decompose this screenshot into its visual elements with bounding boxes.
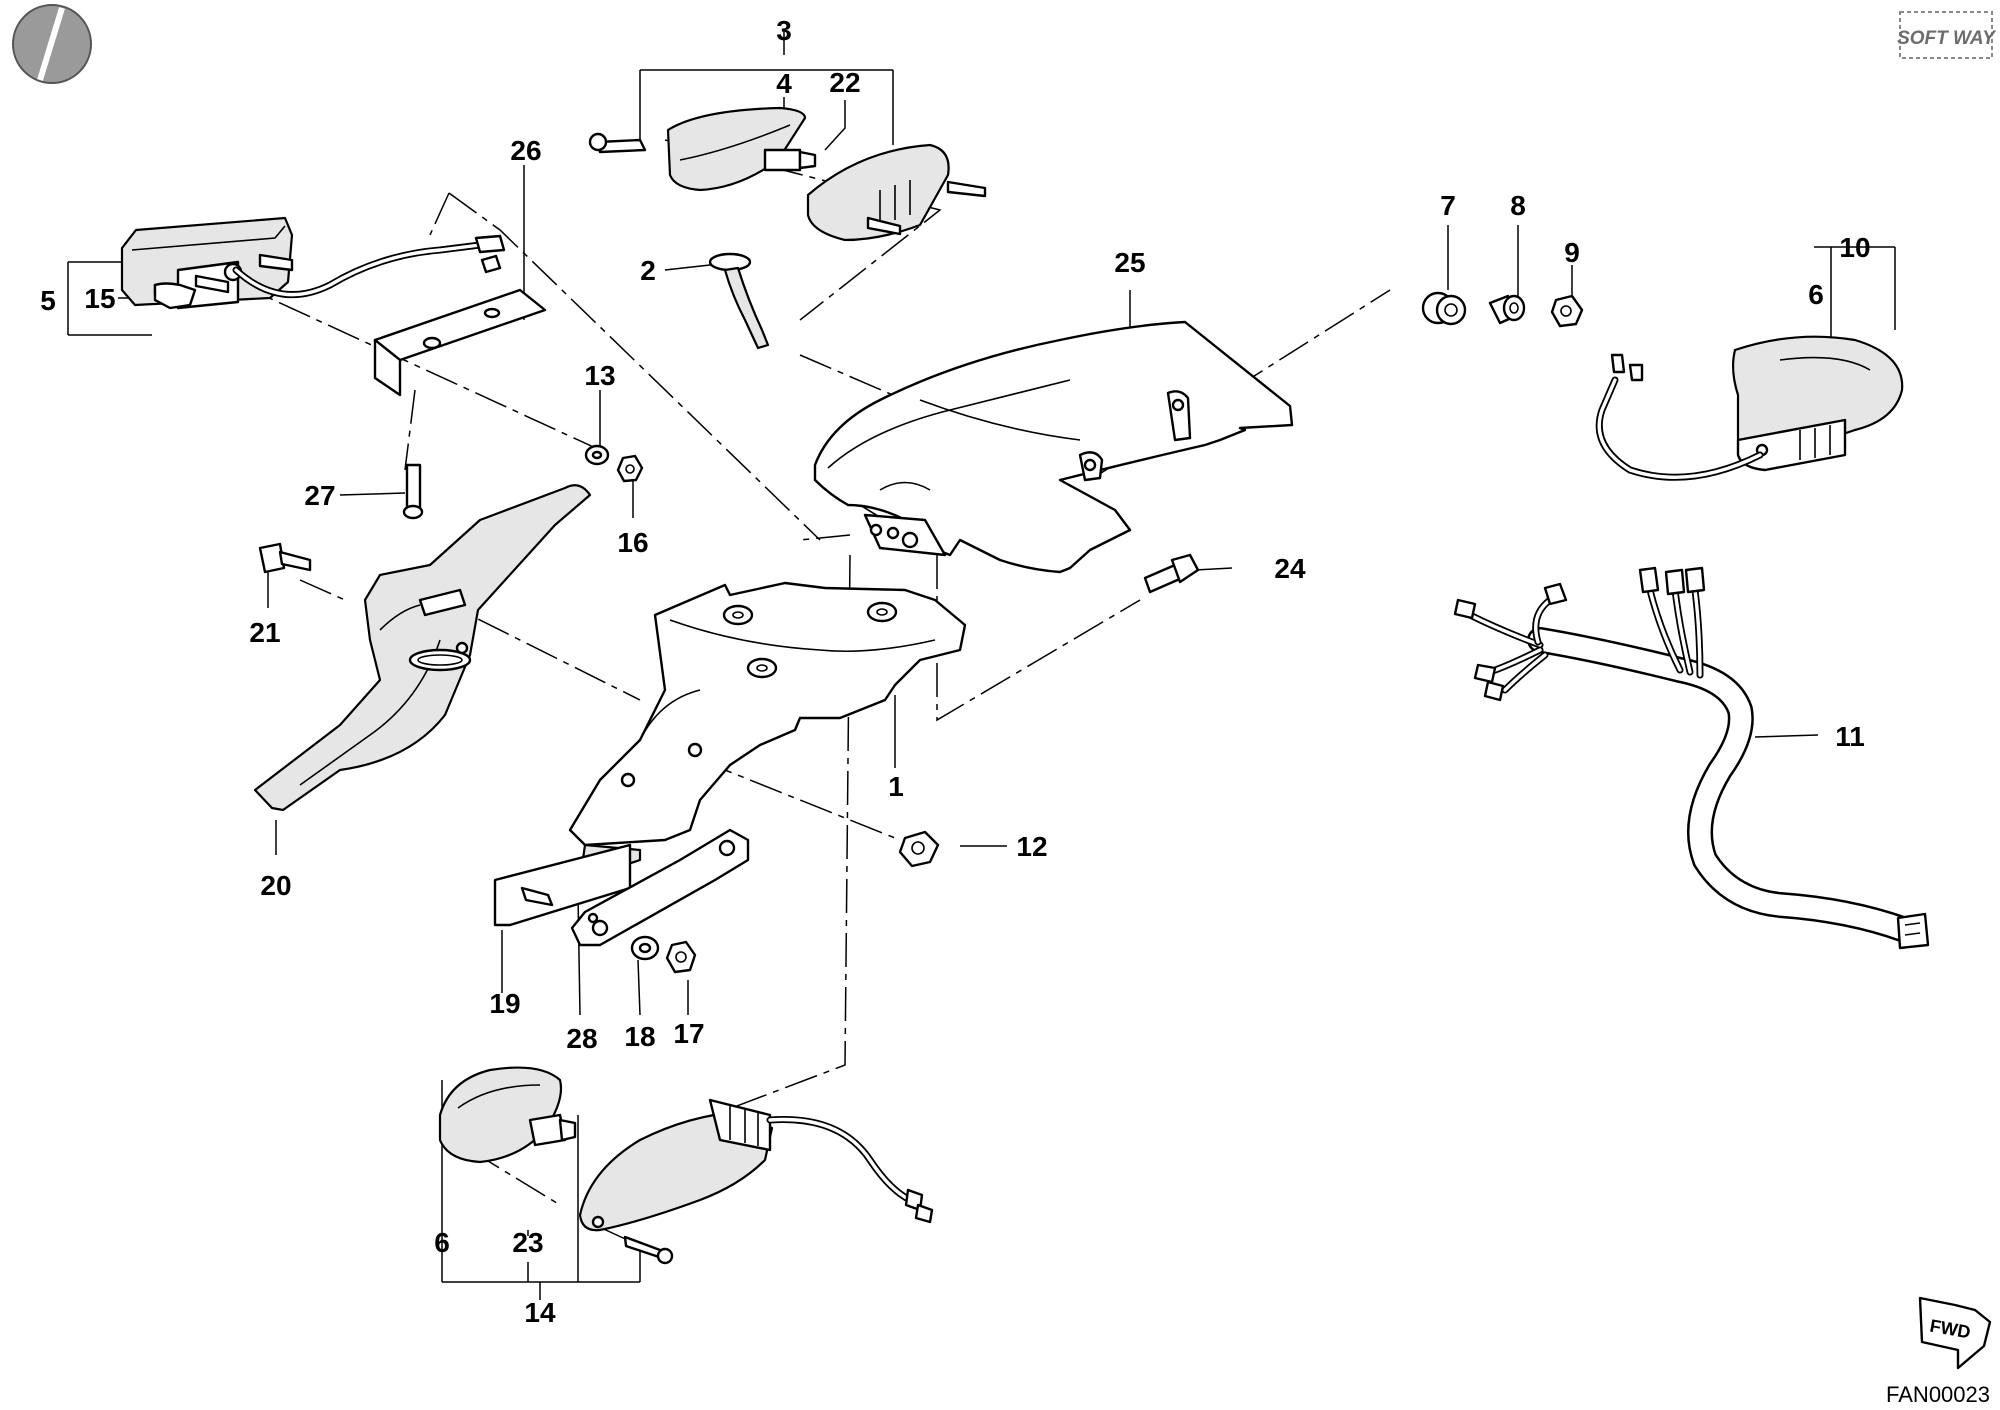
turn-signal-10 (1595, 335, 1904, 481)
assembly-lines (229, 139, 1391, 1256)
callout-28: 28 (566, 1023, 597, 1054)
callout-7: 7 (1440, 190, 1456, 221)
callout-3: 3 (776, 15, 792, 46)
callout-22: 22 (829, 67, 860, 98)
lamp-housing (806, 143, 950, 242)
callout-19: 19 (489, 988, 520, 1019)
plate-28 (570, 828, 750, 947)
callout-24: 24 (1274, 553, 1306, 584)
callout-15: 15 (84, 283, 115, 314)
callout-18: 18 (624, 1021, 655, 1052)
leader-lines (67, 30, 1896, 1300)
turn-signal-14 (438, 1066, 934, 1265)
license-lamp (120, 216, 506, 310)
plate-19 (493, 843, 632, 927)
callout-26: 26 (510, 135, 541, 166)
figure-reference: FAN00023 (1886, 1382, 1990, 1407)
callout-17: 17 (673, 1018, 704, 1049)
clip-2 (708, 252, 770, 350)
callout-16: 16 (617, 527, 648, 558)
callout-20: 20 (260, 870, 291, 901)
callout-25: 25 (1114, 247, 1145, 278)
callout-2: 2 (640, 255, 656, 286)
washer-18 (630, 935, 660, 961)
nut-12 (898, 830, 940, 868)
screw-head (588, 132, 608, 152)
callout-1: 1 (888, 771, 904, 802)
callout-23: 23 (512, 1227, 543, 1258)
callout-10: 10 (1839, 232, 1870, 263)
bolt-24 (1143, 553, 1200, 594)
screw-27 (402, 463, 424, 520)
bulb-15 (153, 282, 197, 310)
nut-16 (616, 454, 644, 483)
washer-13 (584, 444, 610, 466)
callout-21: 21 (249, 617, 280, 648)
softway-logo-text: SOFT WAY (1897, 28, 1997, 49)
plate-mount-20 (253, 484, 592, 812)
callout-8: 8 (1510, 190, 1526, 221)
callout-12: 12 (1016, 831, 1047, 862)
collar-8 (1488, 294, 1526, 325)
callout-5: 5 (40, 285, 56, 316)
callout-labels: 1 2 3 4 5 6 6 7 8 9 10 11 12 13 14 15 16… (40, 15, 1870, 1328)
nut-9 (1550, 294, 1584, 328)
rear-stay-1 (493, 581, 967, 947)
nut-17 (665, 940, 697, 974)
rear-cover-25 (813, 320, 1294, 574)
fwd-arrow-icon: FWD (1918, 1296, 1992, 1370)
lens-6 (438, 1066, 563, 1164)
callout-27: 27 (304, 480, 335, 511)
callout-13: 13 (584, 360, 615, 391)
callout-4: 4 (776, 68, 792, 99)
bulb-22 (763, 148, 802, 172)
callout-9: 9 (1564, 237, 1580, 268)
tail-lamp-assembly (588, 106, 987, 242)
grommet-7 (1421, 291, 1467, 326)
callout-11: 11 (1835, 721, 1865, 752)
license-bracket-26 (373, 288, 547, 397)
bolt-21 (258, 542, 312, 574)
round-logo (12, 4, 92, 84)
wire-harness-11 (1453, 566, 1930, 950)
softway-logo: SOFT WAY (1897, 11, 1997, 59)
callout-6-right: 6 (1808, 279, 1824, 310)
callout-6-left: 6 (434, 1227, 450, 1258)
lens-4 (666, 106, 807, 192)
callout-14: 14 (524, 1297, 556, 1328)
